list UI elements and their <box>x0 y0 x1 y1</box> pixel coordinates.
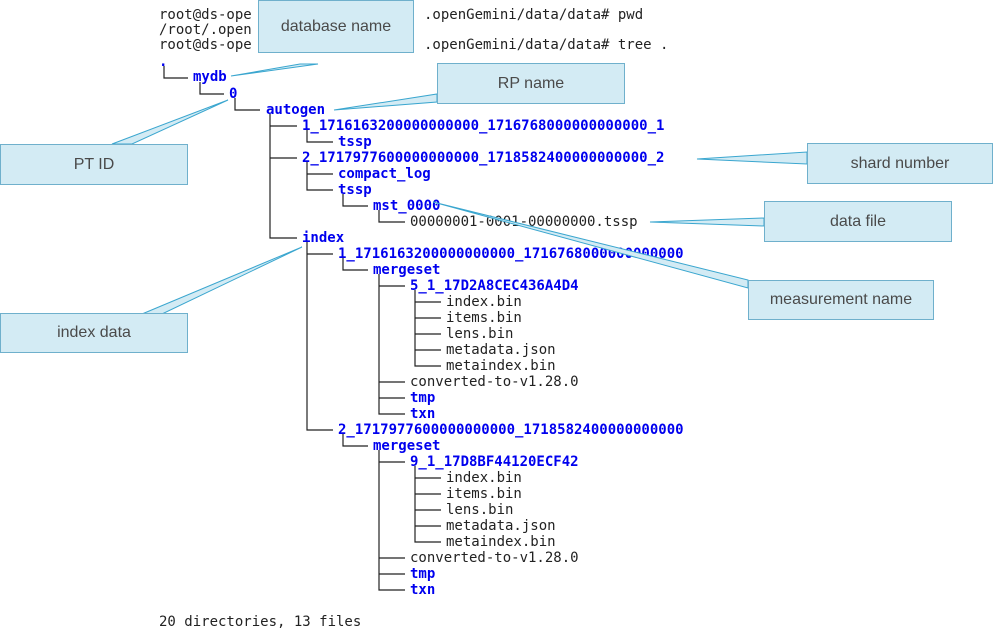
callout-measurement-name: measurement name <box>748 280 934 320</box>
file-items-bin: items.bin <box>446 486 522 502</box>
prompt-line-pwd: root@ds-ope .openGemini/data/data# pwd <box>159 7 643 23</box>
prompt-line-tree: root@ds-ope .openGemini/data/data# tree . <box>159 37 668 53</box>
callout-label: data file <box>829 212 887 230</box>
tree-summary: 20 directories, 13 files <box>159 614 362 630</box>
callout-label: PT ID <box>73 155 115 173</box>
file-lens-bin: lens.bin <box>446 502 514 518</box>
file-index-bin: index.bin <box>446 470 522 486</box>
dir-txn-1: txn <box>410 406 436 422</box>
callout-label: RP name <box>497 74 565 92</box>
callout-shard-number: shard number <box>807 143 993 184</box>
callout-rp-name: RP name <box>437 63 625 104</box>
dir-mst-0000: mst_0000 <box>373 198 441 214</box>
prompt-text: root@ds-ope <box>159 37 252 53</box>
dir-autogen: autogen <box>266 102 326 118</box>
prompt-text: root@ds-ope <box>159 7 252 23</box>
file-tssp: 00000001-0001-00000000.tssp <box>410 214 638 230</box>
dir-index-1: 1_1716163200000000000_171676800000000000… <box>338 246 684 262</box>
tree-root: . <box>159 54 168 70</box>
callout-data-file: data file <box>764 201 952 242</box>
pwd-output: /root/.open <box>159 22 252 38</box>
callout-pointers <box>111 63 808 315</box>
file-metadata-json: metadata.json <box>446 518 556 534</box>
file-converted-2: converted-to-v1.28.0 <box>410 550 579 566</box>
callout-label: database name <box>280 17 392 35</box>
tree-branch-lines <box>163 66 441 591</box>
dir-shard-1: 1_1716163200000000000_171676800000000000… <box>302 118 665 134</box>
callout-index-data: index data <box>0 313 188 353</box>
dir-mergeset1-part: 5_1_17D2A8CEC436A4D4 <box>410 278 579 294</box>
dir-txn-2: txn <box>410 582 436 598</box>
dir-mergeset-1: mergeset <box>373 262 441 278</box>
dir-compact-log: compact_log <box>338 166 431 182</box>
file-index-bin: index.bin <box>446 294 522 310</box>
dir-mydb: mydb <box>193 69 227 85</box>
dir-index-2: 2_1717977600000000000_171858240000000000… <box>338 422 684 438</box>
dir-shard-2: 2_1717977600000000000_171858240000000000… <box>302 150 665 166</box>
callout-label: index data <box>57 324 131 341</box>
callout-label: shard number <box>850 154 950 172</box>
callout-pt-id: PT ID <box>0 144 188 185</box>
dir-shard1-tssp: tssp <box>338 134 372 150</box>
dir-mergeset2-part: 9_1_17D8BF44120ECF42 <box>410 454 579 470</box>
dir-tmp-2: tmp <box>410 566 436 582</box>
dir-index: index <box>302 230 345 246</box>
file-metadata-json: metadata.json <box>446 342 556 358</box>
dir-pt-0: 0 <box>229 86 238 102</box>
file-converted-1: converted-to-v1.28.0 <box>410 374 579 390</box>
callout-label: measurement name <box>769 291 913 308</box>
prompt-command: .openGemini/data/data# tree . <box>424 37 669 53</box>
dir-mergeset-2: mergeset <box>373 438 441 454</box>
prompt-command: .openGemini/data/data# pwd <box>424 7 644 23</box>
dir-shard2-tssp: tssp <box>338 182 372 198</box>
file-lens-bin: lens.bin <box>446 326 514 342</box>
file-items-bin: items.bin <box>446 310 522 326</box>
callout-database-name: database name <box>258 0 414 53</box>
file-metaindex-bin: metaindex.bin <box>446 358 556 374</box>
file-metaindex-bin: metaindex.bin <box>446 534 556 550</box>
dir-tmp-1: tmp <box>410 390 436 406</box>
